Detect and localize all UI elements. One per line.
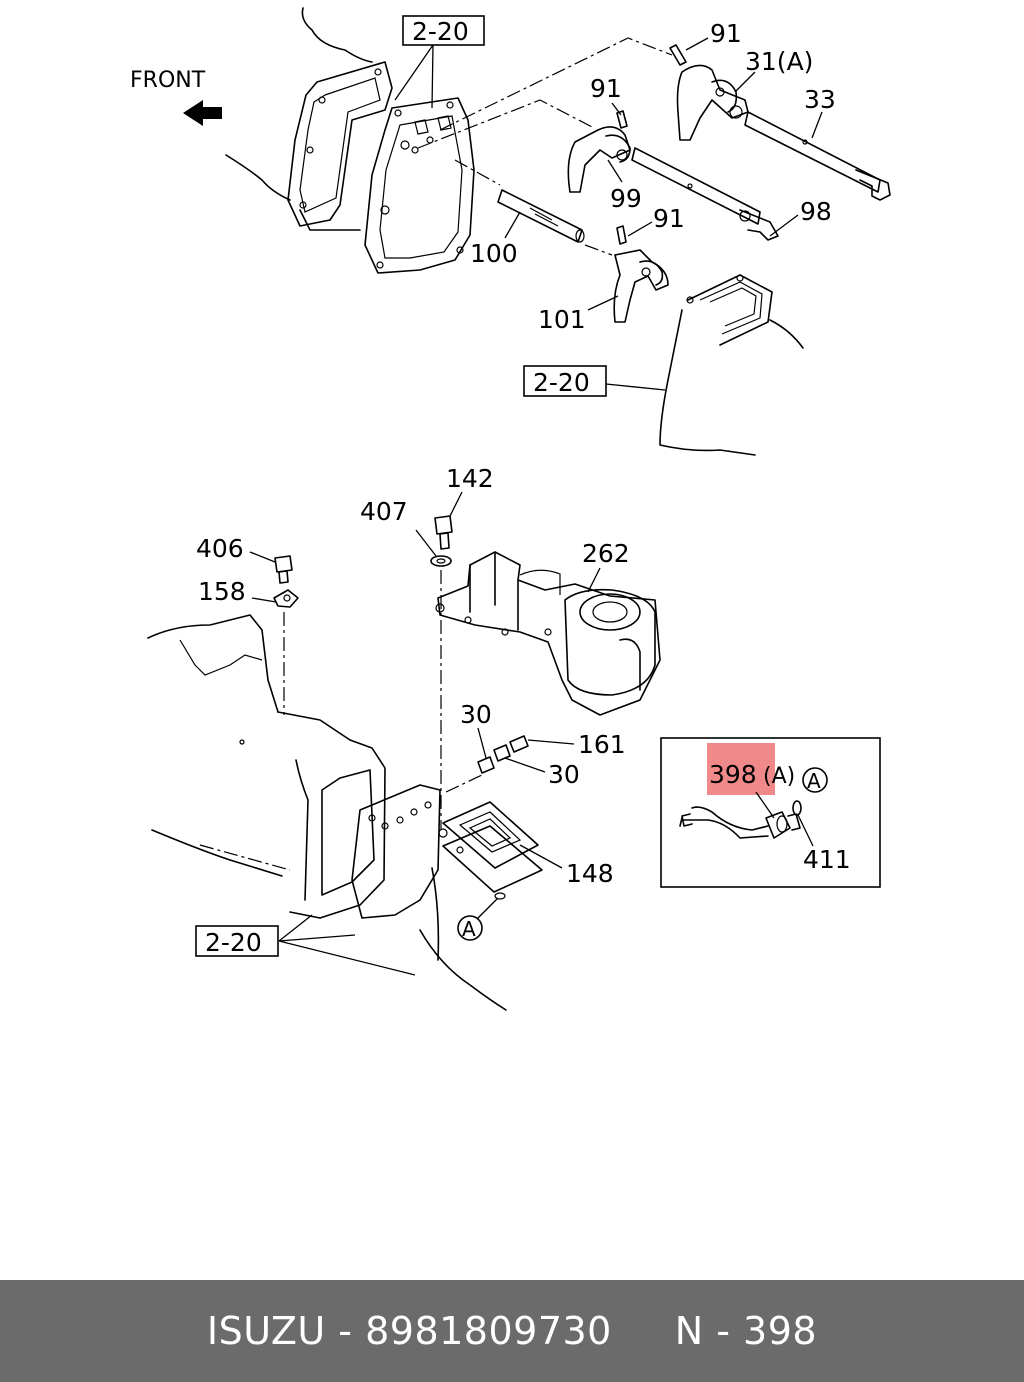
footer-bar: ISUZU - 8981809730 N - 398 <box>0 1280 1024 1382</box>
pin-91-middle <box>616 110 628 129</box>
shift-rod-33 <box>744 111 891 201</box>
shift-fork-101 <box>613 249 669 323</box>
callout-407: 407 <box>360 497 408 526</box>
gasket-plate <box>287 61 393 227</box>
callout-99: 99 <box>610 184 642 213</box>
callout-91-middle: 91 <box>590 74 622 103</box>
callout-31a: 31(A) <box>745 47 813 76</box>
footer-part-number: ISUZU - 8981809730 N - 398 <box>206 1309 818 1353</box>
plug-161 <box>509 735 529 753</box>
callout-100: 100 <box>470 239 518 268</box>
callout-30-lower: 30 <box>548 760 580 789</box>
marker-a-label: A <box>462 917 476 941</box>
bolt-142 <box>434 515 453 550</box>
detail-marker-a: A <box>802 767 828 793</box>
shift-fork-99 <box>567 126 631 193</box>
transmission-housing-right <box>659 274 804 456</box>
callout-91-top: 91 <box>710 19 742 48</box>
callout-411: 411 <box>803 845 851 874</box>
pin-91-top <box>669 44 687 66</box>
callout-262: 262 <box>582 539 630 568</box>
detail-marker-a-label: A <box>807 769 821 793</box>
front-arrow-icon <box>183 100 222 126</box>
ref-box-upper-right <box>523 365 607 397</box>
bolt-406 <box>274 555 293 584</box>
callout-398-suffix: (A) <box>763 764 795 789</box>
callout-158: 158 <box>198 577 246 606</box>
ref-box-upper <box>402 15 485 46</box>
ref-label-upper: 2-20 <box>412 17 469 46</box>
washer-407 <box>430 555 452 567</box>
callout-30-upper: 30 <box>460 700 492 729</box>
parts-diagram: FRONT 2-20 <box>130 7 891 1011</box>
shift-rod-98 <box>631 147 779 241</box>
pin-30-a <box>477 756 495 774</box>
callout-101: 101 <box>538 305 586 334</box>
callout-142: 142 <box>446 464 494 493</box>
pin-91-lower <box>616 225 627 245</box>
highlight-398 <box>707 743 775 795</box>
ref-label-lower: 2-20 <box>205 928 262 957</box>
front-label: FRONT <box>130 68 206 93</box>
callout-91-lower: 91 <box>653 204 685 233</box>
bracket-158 <box>273 589 299 608</box>
shift-fork-31a <box>676 64 749 141</box>
ref-box-lower <box>195 925 279 957</box>
cover-148 <box>438 801 543 893</box>
ref-label-upper-right: 2-20 <box>533 368 590 397</box>
callout-33: 33 <box>804 85 836 114</box>
callout-148: 148 <box>566 859 614 888</box>
transmission-housing-lower <box>147 614 507 1011</box>
switch-398 <box>679 806 801 839</box>
transmission-housing-upper <box>225 7 373 231</box>
pin-30-b <box>493 744 511 762</box>
gasket-411 <box>792 800 802 816</box>
marker-a: A <box>457 915 483 941</box>
cover-plate <box>364 97 475 274</box>
callout-398: 398 <box>709 760 757 789</box>
shift-rod-100 <box>497 189 585 243</box>
callout-98: 98 <box>800 197 832 226</box>
control-tower-262 <box>435 551 661 716</box>
callout-161: 161 <box>578 730 626 759</box>
callout-406: 406 <box>196 534 244 563</box>
